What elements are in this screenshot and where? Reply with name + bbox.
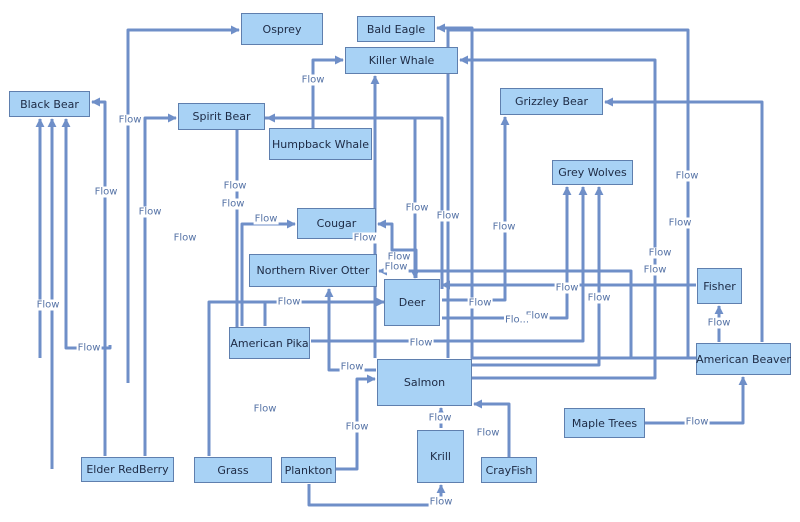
flow-label: Flow <box>404 202 430 214</box>
node-spirit-bear[interactable]: Spirit Bear <box>178 103 265 130</box>
node-grass[interactable]: Grass <box>194 457 272 483</box>
flow-label: Flow <box>475 427 501 439</box>
edge-deer-to-grey-wolves <box>442 186 572 320</box>
flow-label: Flow <box>300 74 326 86</box>
flow-label: Flow <box>427 412 453 424</box>
flow-label: Flow <box>76 342 102 354</box>
edge-american-beaver-to-grizzly-bear <box>378 266 702 360</box>
edge-grass-to-american-pika <box>207 297 385 456</box>
flow-label: Flow <box>172 232 198 244</box>
node-maple-trees[interactable]: Maple Trees <box>564 408 645 438</box>
flow-label: Flow <box>428 496 454 508</box>
flow-label: Flow <box>222 180 248 192</box>
node-plankton[interactable]: Plankton <box>281 457 336 483</box>
flow-label: Flow <box>93 186 119 198</box>
edge-american-beaver-to-fisher <box>604 97 764 342</box>
flow-label: Flow <box>554 282 580 294</box>
edge-plankton-to-krill <box>307 484 446 507</box>
edge-crayfish-to-salmon <box>473 399 511 457</box>
flow-label: Flow <box>647 247 673 259</box>
edge-american-pika-to-grey-wolves <box>311 186 588 343</box>
flow-label: Flow <box>435 210 461 222</box>
edge-humpback-whale-to-killer-whale <box>311 55 344 128</box>
edge-deer-to-spirit-bear <box>266 113 444 289</box>
flow-label: Flow <box>586 292 612 304</box>
flow-label: Flow <box>467 297 493 309</box>
node-salmon[interactable]: Salmon <box>377 359 472 406</box>
flow-label: Flow <box>642 264 668 276</box>
node-humpback-whale[interactable]: Humpback Whale <box>269 128 372 160</box>
flow-label: Flow <box>524 310 550 322</box>
node-fisher[interactable]: Fisher <box>697 268 742 304</box>
flow-label: Flow <box>408 337 434 349</box>
edge-maple-trees-to-american-beaver <box>61 118 112 350</box>
node-deer[interactable]: Deer <box>384 279 440 326</box>
edge-grass-to-deer <box>91 97 107 456</box>
flow-label: Flow <box>252 403 278 415</box>
flow-label: Flow <box>674 170 700 182</box>
flow-label-truncated: Flo... <box>503 314 531 326</box>
flow-label: Flow <box>386 251 412 263</box>
edge-deer-to-grizzly-bear <box>442 116 510 302</box>
edge-elder-redberry-to-black-bear <box>143 113 177 456</box>
node-killer-whale[interactable]: Killer Whale <box>345 47 458 74</box>
flow-label: Flow <box>137 206 163 218</box>
node-elder-redberry[interactable]: Elder RedBerry <box>81 457 174 482</box>
edge-salmon-to-bald-eagle <box>436 23 690 360</box>
node-crayfish[interactable]: CrayFish <box>481 457 537 483</box>
edge-salmon-to-osprey <box>126 25 240 383</box>
node-bald-eagle[interactable]: Bald Eagle <box>357 16 435 42</box>
flow-label: Flow <box>706 317 732 329</box>
flow-label: Flow <box>491 221 517 233</box>
edge-deer-to-cougar <box>377 219 418 278</box>
node-grizzly-bear[interactable]: Grizzley Bear <box>500 88 603 115</box>
flow-label: Flow <box>684 416 710 428</box>
flow-label: Flow <box>117 114 143 126</box>
edge-salmon-to-grey-wolves <box>472 186 604 367</box>
node-osprey[interactable]: Osprey <box>241 13 323 45</box>
flow-label: Flow <box>253 213 279 225</box>
edge-salmon-to-grizzly-bear <box>459 55 657 380</box>
flow-label: Flow <box>352 232 378 244</box>
flow-label: Flow <box>276 296 302 308</box>
node-grey-wolves[interactable]: Grey Wolves <box>552 160 633 185</box>
flow-label: Flow <box>383 261 409 273</box>
node-black-bear[interactable]: Black Bear <box>9 91 90 117</box>
flow-label: Flow <box>220 198 246 210</box>
flow-label: Flow <box>339 361 365 373</box>
flow-label: Flow <box>344 421 370 433</box>
flow-label: Flow <box>35 299 61 311</box>
node-american-beaver[interactable]: American Beaver <box>696 343 791 375</box>
node-american-pika[interactable]: American Pika <box>229 327 310 359</box>
edge-american-beaver-to-northern-river-otter <box>645 376 748 425</box>
node-northern-river-otter[interactable]: Northern River Otter <box>249 254 377 287</box>
flow-label: Flow <box>667 217 693 229</box>
node-krill[interactable]: Krill <box>417 430 464 483</box>
